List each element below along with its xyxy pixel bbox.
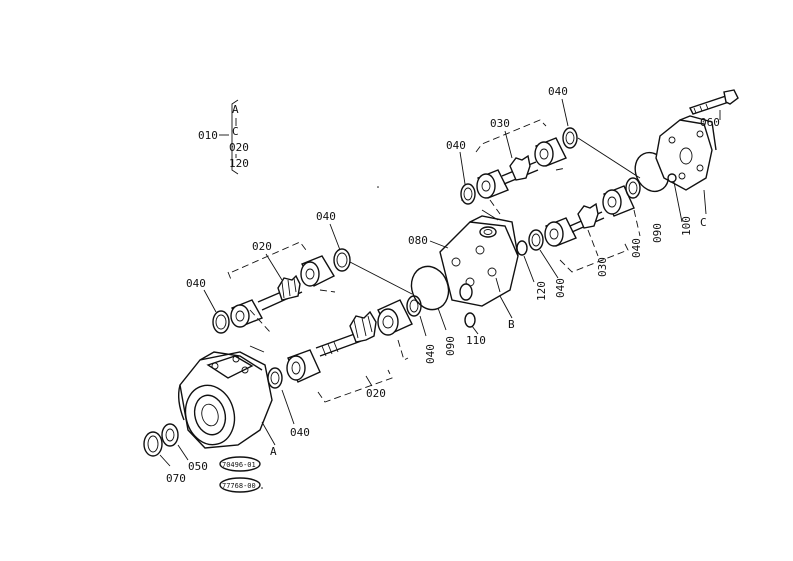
callout-020-lower: 020 (366, 387, 386, 400)
ring-040-top (562, 127, 578, 149)
callout-090-mid: 090 (444, 336, 457, 356)
callout-040-top: 040 (548, 85, 568, 98)
ring-040-center (406, 295, 422, 317)
bushing-top-b (534, 137, 567, 167)
callout-040-mid: 040 (316, 210, 336, 223)
callout-040-upleft: 040 (446, 139, 466, 152)
legend-item-a: A (232, 103, 239, 116)
bushing-right-a (544, 217, 577, 247)
legend-item-020: 020 (229, 141, 249, 154)
bushing-left (230, 299, 263, 328)
stamp-2: 77768-00 (219, 477, 261, 493)
ring-040-right (625, 177, 641, 199)
ring-040-left (212, 310, 230, 334)
seal-050 (161, 423, 179, 447)
drive-shaft (315, 310, 377, 357)
callout-090-right: 090 (651, 223, 664, 243)
ring-040-upper-left (333, 248, 351, 272)
front-housing-a (177, 351, 276, 449)
legend-item-c: C (232, 125, 239, 138)
callout-040-right: 040 (630, 238, 643, 258)
callout-a: A (270, 445, 277, 458)
bolt-060 (689, 89, 739, 120)
callout-110: 110 (466, 334, 486, 347)
stamp-2-text: 77768-00 (222, 482, 256, 490)
rear-cover-c (655, 115, 717, 215)
washer-100 (667, 173, 683, 223)
gear-right (569, 202, 605, 233)
callout-040-left: 040 (186, 277, 206, 290)
ring-040-upper-far (460, 183, 476, 205)
legend-ref-label: 010 (198, 129, 218, 142)
ring-040-bottom (267, 367, 283, 389)
plug-120 (516, 240, 535, 283)
bushing-upper-left (300, 255, 335, 287)
callout-040-bottom: 040 (290, 426, 310, 439)
gear-top (501, 154, 539, 185)
legend-item-120: 120 (229, 157, 249, 170)
bushing-center (377, 299, 413, 336)
bushing-top-a (476, 169, 509, 199)
stamp-1: 70496-01 (219, 456, 261, 472)
gear-shaft-upper-left (257, 274, 303, 311)
callout-030-top: 030 (490, 117, 510, 130)
callout-c: C (700, 216, 707, 229)
callout-b: B (508, 318, 515, 331)
washer-110 (464, 312, 479, 335)
seal-070 (143, 431, 163, 457)
callout-030-right: 030 (596, 257, 609, 277)
bushing-lower (286, 349, 321, 383)
callout-040-c: 040 (554, 278, 567, 298)
callout-070: 070 (166, 472, 186, 485)
stamp-1-text: 70496-01 (222, 461, 256, 469)
callout-120: 120 (535, 281, 548, 301)
callout-040-center: 040 (424, 344, 437, 364)
callout-020-mid: 020 (252, 240, 272, 253)
ring-040-c (528, 229, 559, 279)
callout-100: 100 (680, 216, 693, 236)
legend-group: 010 A C 020 120 (198, 99, 249, 175)
callout-080: 080 (408, 234, 428, 247)
callout-060: 060 (700, 116, 720, 129)
center-housing-b (439, 215, 519, 319)
callout-050: 050 (188, 460, 208, 473)
